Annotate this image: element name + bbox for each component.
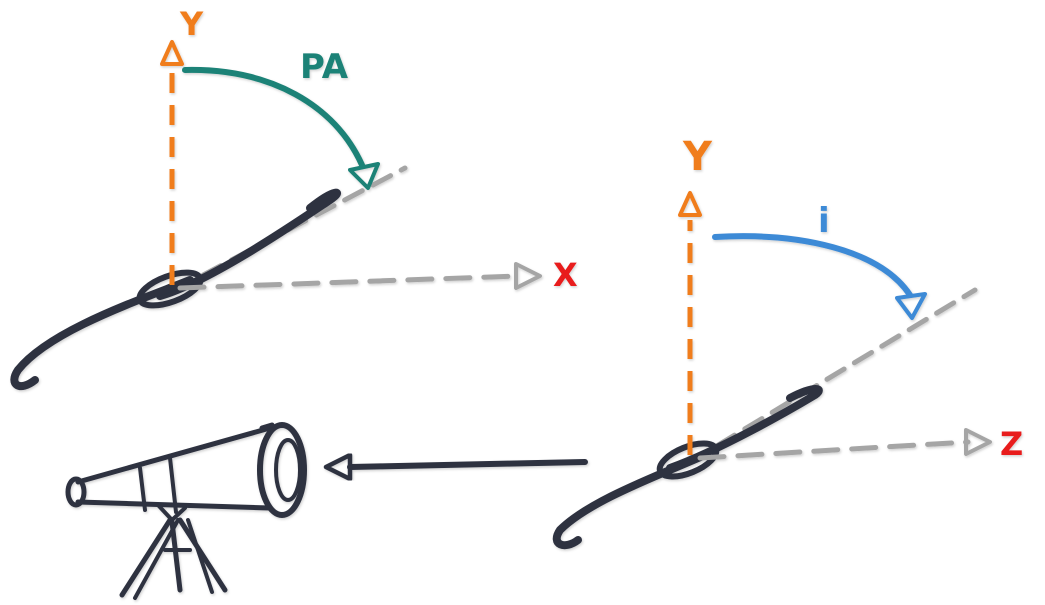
galaxy-arm-lower-right — [552, 451, 709, 550]
galaxy-arm-lower — [10, 276, 194, 391]
disk-plane-line — [687, 287, 978, 465]
line-of-sight-arrowhead — [323, 452, 353, 482]
left-y-label: Y — [179, 5, 204, 43]
z-axis-line — [697, 439, 971, 461]
z-label: Z — [1000, 425, 1023, 463]
arrow-left-icon — [347, 459, 588, 470]
right-y-label: Y — [682, 134, 713, 180]
pa-label: PA — [300, 47, 349, 87]
line-of-sight — [323, 452, 588, 482]
i-arrowhead — [895, 292, 927, 320]
x-label: X — [553, 256, 578, 294]
telescope-icon — [65, 422, 307, 600]
i-label: i — [818, 201, 830, 241]
sky-plane-panel: Y X PA — [10, 5, 578, 391]
i-arc — [712, 233, 913, 298]
x-axis-arrowhead — [514, 262, 542, 290]
z-axis-arrowhead — [964, 428, 992, 456]
y-axis-arrowhead — [160, 40, 184, 66]
pa-arrowhead — [348, 162, 380, 190]
pa-arc — [182, 66, 365, 168]
x-axis-line — [177, 273, 521, 291]
y-axis-arrowhead-right — [678, 191, 702, 217]
inclination-panel: Y Z i — [552, 134, 1023, 550]
galaxy-arm-upper-right — [666, 385, 823, 472]
